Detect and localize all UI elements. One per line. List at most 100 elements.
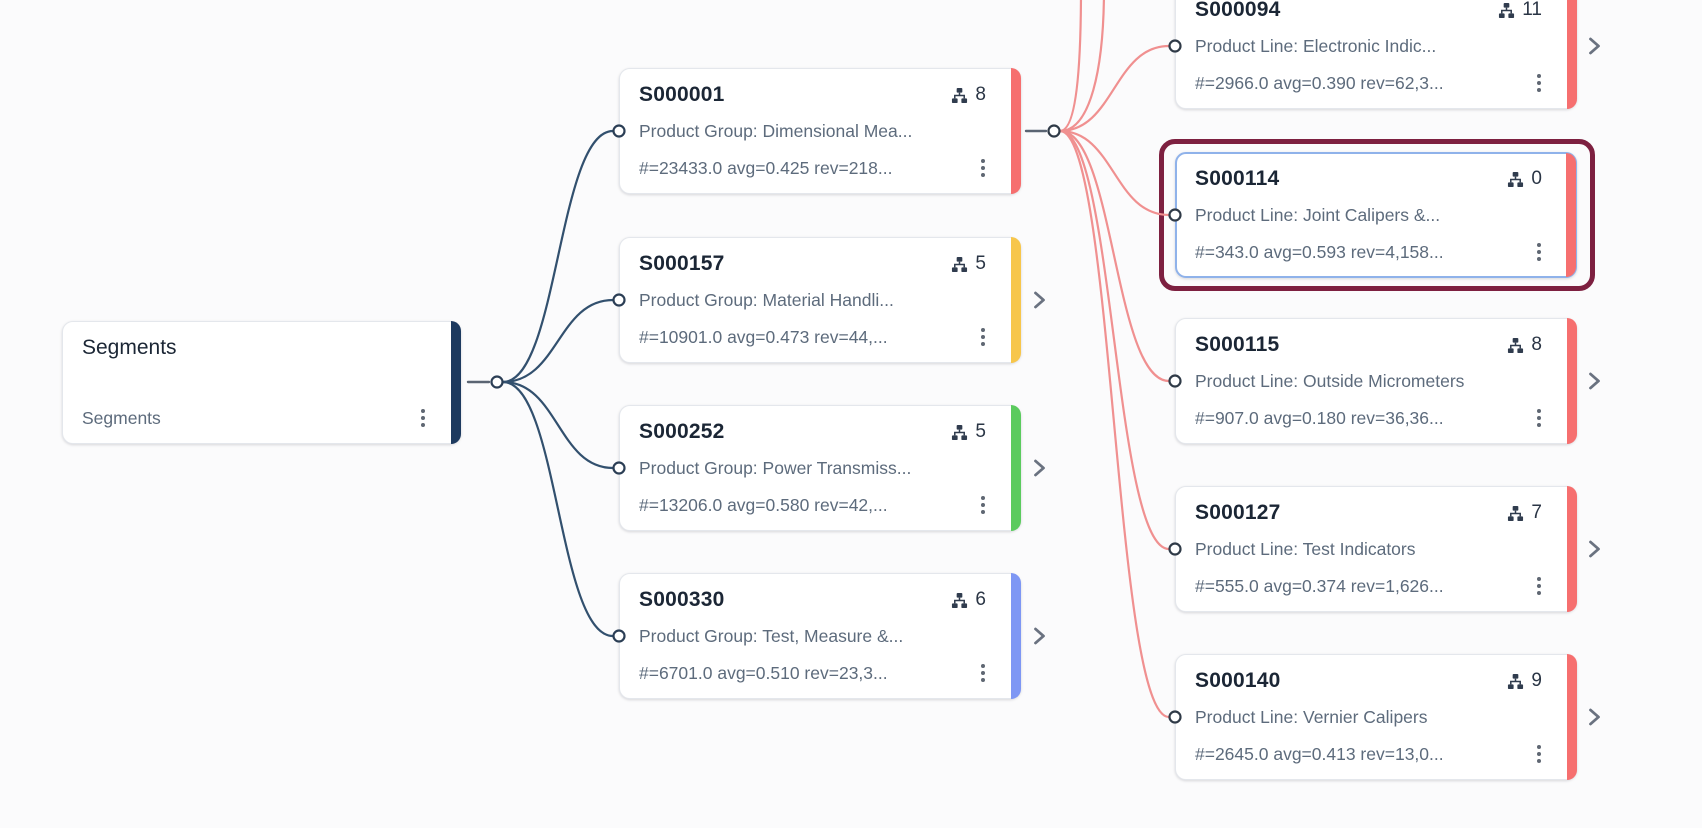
sitemap-icon [1499,2,1515,18]
card-color-stripe [1567,486,1577,612]
node-subtitle: Product Group: Material Handli... [639,290,894,310]
expand-chevron-S000252[interactable] [1030,456,1048,480]
kebab-menu-button[interactable] [974,493,992,517]
chevron-right-icon [1588,37,1600,55]
port-out-segments[interactable] [490,375,504,389]
node-card-S000115[interactable]: S000115 8 Product Line: Outside Micromet… [1175,318,1577,444]
node-stats: #=2645.0 avg=0.413 rev=13,0... [1195,743,1444,764]
kebab-menu-button[interactable] [974,661,992,685]
node-card-S000157[interactable]: S000157 5 Product Group: Material Handli… [619,237,1021,363]
sitemap-icon [952,592,968,608]
edge-S000001-S000140 [1059,129,1170,719]
card-title-row: S000157 5 [639,252,992,276]
edge-Segments-S000001 [502,129,614,384]
node-stats: #=23433.0 avg=0.425 rev=218... [639,157,893,178]
chevron-right-icon [1588,708,1600,726]
node-subtitle: Product Line: Test Indicators [1195,539,1416,559]
child-count-badge: 5 [951,253,986,275]
card-title-row: S000127 7 [1195,501,1548,525]
card-title-row: S000252 5 [639,420,992,444]
sitemap-icon [1508,171,1524,187]
node-subtitle: Product Group: Dimensional Mea... [639,121,913,141]
node-card-S000001[interactable]: S000001 8 Product Group: Dimensional Mea… [619,68,1021,194]
expand-chevron-S000330[interactable] [1030,624,1048,648]
edge-S000001-S000114 [1059,129,1170,217]
kebab-menu-button[interactable] [1530,742,1548,766]
expand-chevron-S000115[interactable] [1585,369,1603,393]
child-count: 6 [975,589,986,610]
kebab-menu-button[interactable] [414,406,432,430]
card-stats-row: #=13206.0 avg=0.580 rev=42,... [639,493,992,517]
expand-chevron-S000157[interactable] [1030,288,1048,312]
node-subtitle: Product Group: Test, Measure &... [639,626,904,646]
kebab-menu-button[interactable] [974,325,992,349]
port-out-S000001[interactable] [1047,124,1061,138]
sitemap-icon [1508,337,1524,353]
card-stats-row: #=2966.0 avg=0.390 rev=62,3... [1195,71,1548,95]
card-stats-row: #=907.0 avg=0.180 rev=36,36... [1195,406,1548,430]
card-title-row: S000330 6 [639,588,992,612]
card-title-row: S000115 8 [1195,333,1548,357]
sitemap-icon [952,87,968,103]
card-color-stripe [1567,0,1577,109]
node-title: S000127 [1195,501,1281,524]
edges-S000001 [1059,0,1170,719]
child-count: 0 [1531,168,1542,189]
child-count-badge: 5 [951,421,986,443]
kebab-menu-button[interactable] [1530,71,1548,95]
node-card-segments-root[interactable]: Segments Segments [62,321,461,444]
chevron-right-icon [1588,372,1600,390]
chevron-right-icon [1033,627,1045,645]
sitemap-icon [1508,505,1524,521]
expand-chevron-S000094[interactable] [1585,34,1603,58]
card-title-row: Segments [82,336,432,360]
node-title: S000115 [1195,333,1280,356]
sitemap-icon [952,424,968,440]
edge-S000001-offscreen-1 [1059,0,1083,133]
child-count-badge: 9 [1507,670,1542,692]
chevron-right-icon [1033,291,1045,309]
node-card-S000140[interactable]: S000140 9 Product Line: Vernier Calipers… [1175,654,1577,780]
kebab-menu-button[interactable] [1530,240,1548,264]
child-count-badge: 0 [1507,168,1542,190]
node-stats: #=2966.0 avg=0.390 rev=62,3... [1195,72,1444,93]
edge-S000001-S000094 [1059,44,1170,133]
child-count: 11 [1522,0,1542,20]
child-count: 5 [975,253,986,274]
node-title: S000114 [1195,167,1280,190]
node-stats: #=13206.0 avg=0.580 rev=42,... [639,494,888,515]
card-color-stripe [451,321,461,444]
node-title: S000157 [639,252,725,275]
card-stats-row: #=10901.0 avg=0.473 rev=44,... [639,325,992,349]
card-color-stripe [1011,405,1021,531]
kebab-menu-button[interactable] [1530,406,1548,430]
edge-Segments-S000157 [502,298,614,384]
kebab-menu-button[interactable] [1530,574,1548,598]
child-count-badge: 11 [1498,0,1542,21]
child-count-badge: 8 [951,84,986,106]
card-stats-row: #=555.0 avg=0.374 rev=1,626... [1195,574,1548,598]
node-card-S000094[interactable]: S000094 11 Product Line: Electronic Indi… [1175,0,1577,109]
kebab-menu-button[interactable] [974,156,992,180]
node-subtitle: Product Line: Outside Micrometers [1195,371,1465,391]
node-card-S000252[interactable]: S000252 5 Product Group: Power Transmiss… [619,405,1021,531]
card-title-row: S000140 9 [1195,669,1548,693]
card-color-stripe [1567,318,1577,444]
card-title-row: S000094 11 [1195,0,1548,22]
card-stats-row: #=6701.0 avg=0.510 rev=23,3... [639,661,992,685]
node-card-S000330[interactable]: S000330 6 Product Group: Test, Measure &… [619,573,1021,699]
node-title: Segments [82,336,177,359]
chevron-right-icon [1033,459,1045,477]
child-count-badge: 6 [951,589,986,611]
sitemap-icon [1508,673,1524,689]
card-color-stripe [1011,237,1021,363]
expand-chevron-S000140[interactable] [1585,705,1603,729]
card-color-stripe [1011,573,1021,699]
node-card-S000114-selected[interactable]: S000114 0 Product Line: Joint Calipers &… [1175,152,1577,278]
child-count-badge: 7 [1507,502,1542,524]
child-count: 7 [1531,502,1542,523]
node-title: S000140 [1195,669,1281,692]
node-card-S000127[interactable]: S000127 7 Product Line: Test Indicators … [1175,486,1577,612]
expand-chevron-S000127[interactable] [1585,537,1603,561]
